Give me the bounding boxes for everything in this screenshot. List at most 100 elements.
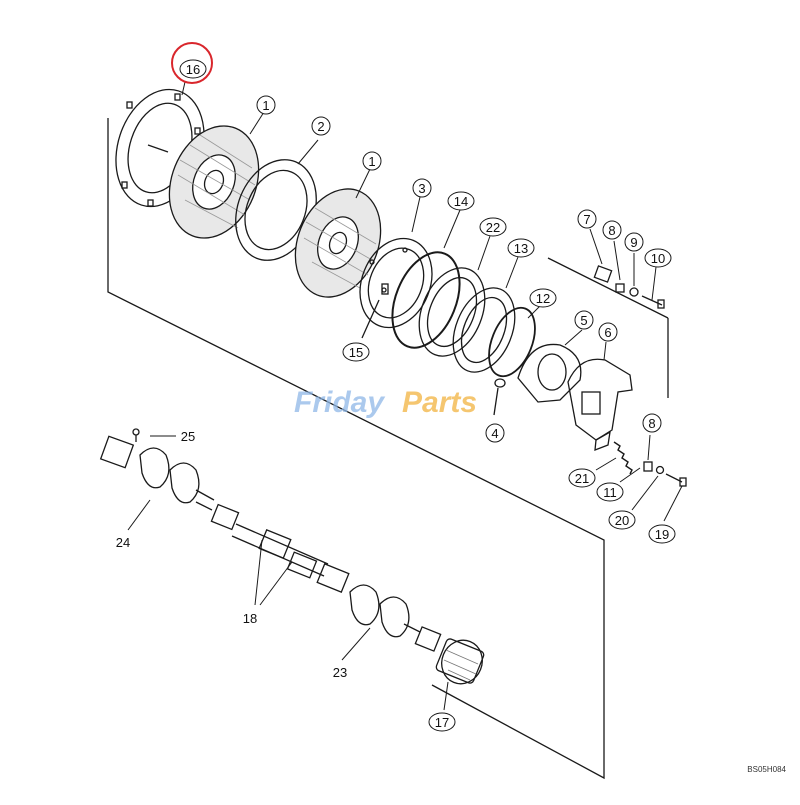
part-1-disc-a bbox=[168, 125, 260, 239]
callout-number: 8 bbox=[648, 416, 655, 431]
callout-10: 10 bbox=[644, 248, 672, 268]
callout-23: 23 bbox=[333, 665, 347, 680]
part-4-pin bbox=[493, 378, 506, 416]
callout-bubble bbox=[596, 482, 624, 502]
callout-12: 12 bbox=[529, 288, 557, 308]
callout-bubble bbox=[608, 510, 636, 530]
watermark: Friday Parts bbox=[294, 386, 477, 419]
callout-20: 20 bbox=[608, 510, 636, 530]
callout-6: 6 bbox=[598, 322, 618, 342]
part-6-bracket bbox=[567, 358, 633, 451]
leader-lines bbox=[127, 81, 683, 711]
part-13-ring bbox=[452, 287, 516, 373]
callout-bubble bbox=[256, 95, 276, 115]
callout-bubble bbox=[644, 248, 672, 268]
callout-bubble bbox=[624, 232, 644, 252]
part-12-oring bbox=[488, 306, 536, 378]
callout-number: 2 bbox=[317, 119, 324, 134]
callout-16: 16 bbox=[179, 59, 207, 79]
callout-number: 21 bbox=[575, 471, 589, 486]
part-22-piston bbox=[418, 267, 486, 357]
callout-18: 18 bbox=[243, 611, 257, 626]
callout-2: 2 bbox=[311, 116, 331, 136]
callout-1: 1 bbox=[256, 95, 276, 115]
callout-labels: 1612131422131278910561548211120191725241… bbox=[116, 59, 676, 732]
callout-number: 8 bbox=[608, 223, 615, 238]
callout-bubble bbox=[529, 288, 557, 308]
callout-bubble bbox=[648, 524, 676, 544]
callout-number: 16 bbox=[186, 62, 200, 77]
frame-line-top bbox=[547, 257, 669, 319]
part-24-gear-shaft bbox=[99, 435, 215, 511]
callout-number: 9 bbox=[630, 235, 637, 250]
callout-bubble bbox=[507, 238, 535, 258]
part-1-disc-b bbox=[294, 188, 382, 298]
hardware-group-lower bbox=[613, 441, 687, 487]
callout-bubble bbox=[362, 151, 382, 171]
callout-number: 14 bbox=[454, 194, 468, 209]
callout-number: 3 bbox=[418, 181, 425, 196]
callout-number: 17 bbox=[435, 715, 449, 730]
callout-15: 15 bbox=[342, 342, 370, 362]
callout-19: 19 bbox=[648, 524, 676, 544]
callout-number: 7 bbox=[583, 212, 590, 227]
callout-number: 22 bbox=[486, 220, 500, 235]
callout-number: 13 bbox=[514, 241, 528, 256]
callout-bubble bbox=[642, 413, 662, 433]
callout-13: 13 bbox=[507, 238, 535, 258]
callout-9: 9 bbox=[624, 232, 644, 252]
callout-bubble bbox=[598, 322, 618, 342]
callout-11: 11 bbox=[596, 482, 624, 502]
callout-number: 1 bbox=[368, 154, 375, 169]
frame-outline bbox=[107, 118, 605, 780]
callout-bubble bbox=[479, 217, 507, 237]
part-25-screw bbox=[132, 428, 140, 442]
callout-bubble bbox=[311, 116, 331, 136]
callout-bubble bbox=[447, 191, 475, 211]
callout-bubble bbox=[179, 59, 207, 79]
callout-3: 3 bbox=[412, 178, 432, 198]
part-15-pin bbox=[361, 283, 389, 339]
part-3-plate bbox=[359, 237, 433, 329]
callout-21: 21 bbox=[568, 468, 596, 488]
callout-8: 8 bbox=[642, 413, 662, 433]
callout-22: 22 bbox=[479, 217, 507, 237]
callout-number: 12 bbox=[536, 291, 550, 306]
callout-bubble bbox=[485, 423, 505, 443]
part-17-collar bbox=[435, 638, 485, 685]
callout-bubble bbox=[568, 468, 596, 488]
callout-8: 8 bbox=[602, 220, 622, 240]
part-18-couplers bbox=[210, 503, 350, 593]
callout-number: 19 bbox=[655, 527, 669, 542]
part-5-housing bbox=[517, 343, 582, 403]
callout-number: 4 bbox=[491, 426, 498, 441]
figure-code: BS05H084 bbox=[747, 765, 786, 774]
callout-24: 24 bbox=[116, 535, 130, 550]
callout-17: 17 bbox=[428, 712, 456, 732]
callout-number: 5 bbox=[580, 313, 587, 328]
part-23-gear-shaft bbox=[349, 584, 442, 652]
part-14-oring bbox=[391, 251, 461, 349]
callout-4: 4 bbox=[485, 423, 505, 443]
callout-14: 14 bbox=[447, 191, 475, 211]
callout-number: 1 bbox=[262, 98, 269, 113]
callout-bubble bbox=[602, 220, 622, 240]
callout-bubble bbox=[342, 342, 370, 362]
callout-number: 23 bbox=[333, 665, 347, 680]
watermark-part1: Friday bbox=[294, 386, 385, 419]
watermark-part2: Parts bbox=[402, 386, 477, 419]
callout-bubble bbox=[577, 209, 597, 229]
drawing-linework bbox=[99, 88, 687, 780]
callout-number: 18 bbox=[243, 611, 257, 626]
callout-number: 20 bbox=[615, 513, 629, 528]
callout-number: 11 bbox=[603, 485, 617, 500]
callout-bubble bbox=[428, 712, 456, 732]
highlight-ring bbox=[171, 42, 213, 84]
callout-25: 25 bbox=[181, 429, 195, 444]
callout-bubble bbox=[574, 310, 594, 330]
callout-number: 6 bbox=[604, 325, 611, 340]
callout-number: 25 bbox=[181, 429, 195, 444]
hardware-group-upper bbox=[593, 265, 665, 309]
